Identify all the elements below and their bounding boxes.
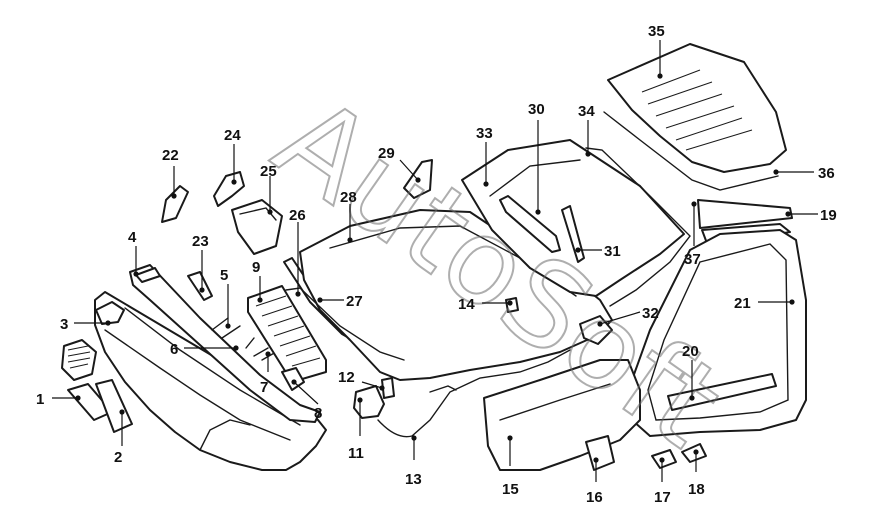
callouts: 1 2 3 4 5 6 7 8	[36, 23, 837, 506]
part-number-label: 14	[458, 296, 475, 313]
part-number-label: 23	[192, 233, 209, 250]
part-number-label: 4	[128, 229, 137, 246]
callout-12: 12	[338, 369, 385, 391]
part-number-label: 9	[252, 259, 260, 276]
part-number-label: 13	[405, 471, 422, 488]
part-number-label: 11	[348, 445, 364, 462]
callout-31: 31	[575, 243, 621, 260]
part-number-label: 20	[682, 343, 699, 360]
sill-strip	[667, 373, 777, 411]
callout-19: 19	[785, 207, 837, 224]
windshield-seal	[585, 147, 691, 307]
part-number-label: 7	[260, 379, 268, 396]
part-number-label: 12	[338, 369, 355, 386]
bracket-22	[161, 185, 189, 223]
callout-2: 2	[114, 409, 125, 466]
part-number-label: 34	[578, 103, 595, 120]
callout-5: 5	[220, 267, 231, 329]
wiper-arm	[499, 195, 561, 253]
callout-9: 9	[252, 259, 263, 303]
callout-30: 30	[528, 101, 545, 215]
part-number-label: 25	[260, 163, 277, 180]
strip-23	[187, 271, 213, 301]
callout-15: 15	[502, 435, 519, 498]
panel-16	[585, 435, 615, 471]
part-number-label: 29	[378, 145, 395, 162]
part-number-label: 15	[502, 481, 519, 498]
callout-22: 22	[162, 147, 179, 199]
callout-34: 34	[578, 103, 595, 157]
part-number-label: 33	[476, 125, 493, 142]
callout-24: 24	[224, 127, 241, 185]
callout-17: 17	[654, 457, 671, 506]
part-number-label: 19	[820, 207, 837, 224]
callout-18: 18	[688, 449, 705, 498]
callout-27: 27	[317, 293, 363, 310]
part-number-label: 21	[734, 295, 751, 312]
part-number-label: 35	[648, 23, 665, 40]
part-number-label: 31	[604, 243, 621, 260]
roof-rail	[697, 199, 793, 229]
part-number-label: 5	[220, 267, 228, 284]
hood	[299, 209, 613, 381]
callout-4: 4	[128, 229, 139, 277]
bracket-3	[95, 301, 125, 325]
part-number-label: 8	[314, 405, 322, 422]
callout-16: 16	[586, 457, 603, 506]
release-cable	[377, 349, 571, 438]
part-number-label: 16	[586, 489, 603, 506]
part-number-label: 30	[528, 101, 545, 118]
part-number-label: 27	[346, 293, 363, 310]
callout-26: 26	[289, 207, 306, 297]
callout-37: 37	[684, 201, 701, 268]
horn	[281, 367, 305, 391]
grille-bar	[129, 264, 321, 423]
callout-28: 28	[340, 189, 357, 243]
bracket-25	[231, 199, 283, 255]
grille-panel	[247, 285, 327, 383]
part-number-label: 37	[684, 251, 701, 268]
callout-3: 3	[60, 316, 111, 333]
part-number-label: 28	[340, 189, 357, 206]
part-number-label: 3	[60, 316, 68, 333]
part-number-label: 22	[162, 147, 179, 164]
part-number-label: 17	[654, 489, 671, 506]
part-drawings	[61, 43, 807, 471]
callout-11: 11	[348, 397, 364, 462]
callout-35: 35	[648, 23, 665, 79]
part-number-label: 6	[170, 341, 178, 358]
callout-7: 7	[260, 351, 271, 396]
callout-20: 20	[682, 343, 699, 401]
part-number-label: 2	[114, 449, 122, 466]
callout-1: 1	[36, 391, 81, 408]
callout-29: 29	[378, 145, 421, 183]
callout-25: 25	[260, 163, 277, 215]
callout-36: 36	[773, 165, 835, 182]
callout-21: 21	[734, 295, 795, 312]
callout-14: 14	[458, 296, 513, 313]
callout-33: 33	[476, 125, 493, 187]
part-number-label: 24	[224, 127, 241, 144]
callout-32: 32	[597, 305, 659, 327]
roof-seal	[603, 111, 779, 191]
part-number-label: 32	[642, 305, 659, 322]
callout-8: 8	[291, 379, 322, 422]
callout-13: 13	[405, 435, 422, 488]
part-number-label: 36	[818, 165, 835, 182]
callout-23: 23	[192, 233, 209, 293]
reflector-2	[95, 379, 133, 433]
roof-panel	[607, 43, 787, 173]
latch-12	[381, 377, 395, 399]
bracket-24	[213, 171, 245, 207]
part-number-label: 26	[289, 207, 306, 224]
callout-6: 6	[170, 341, 239, 358]
part-number-label: 18	[688, 481, 705, 498]
part-number-label: 1	[36, 391, 44, 408]
